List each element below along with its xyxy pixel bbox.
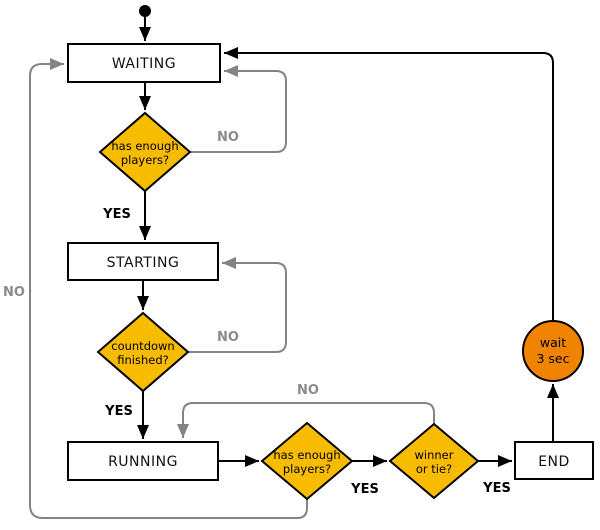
edge-label-yes-winner: YES [482,481,511,496]
decision-countdown-finished [96,311,190,393]
decision-winner-or-tie-line2: or tie? [416,462,452,476]
edge-label-yes-countdown: YES [104,404,133,419]
state-starting-box [67,242,219,281]
edge-no-countdown-loop [188,257,287,353]
state-end-box [514,441,594,480]
edge-label-yes-running-players: YES [350,482,379,497]
decision-has-enough-players-1 [98,111,192,193]
edge-label-no-running-players: NO [3,285,25,300]
decision-winner-or-tie-line1: winner [415,448,454,462]
decision-has-enough-players-1-line1: has enough [111,139,178,153]
edge-no-running-players-to-waiting [29,58,308,519]
state-end-label: END [538,454,570,470]
state-waiting-label: WAITING [112,56,176,72]
decision-winner-or-tie [388,422,480,500]
decision-has-enough-players-2 [260,421,354,501]
state-starting-label: STARTING [107,255,180,271]
edge-no-waiting-players-loop [190,65,287,153]
edge-label-no-waiting-players: NO [217,130,239,145]
edge-label-no-countdown: NO [217,330,239,345]
state-waiting-box [67,43,221,83]
decision-countdown-finished-line1: countdown [111,339,174,353]
delay-wait-3-sec-line2: 3 sec [536,351,569,366]
decision-has-enough-players-1-line2: players? [121,153,169,167]
decision-countdown-finished-line2: finished? [117,353,169,367]
edge-label-no-winner: NO [297,383,319,398]
edge-no-winner-loop [177,402,435,438]
delay-wait-3-sec-node [522,320,584,382]
edge-label-yes-waiting-players: YES [102,207,131,222]
state-running-label: RUNNING [108,454,178,470]
state-running-box [67,441,219,481]
decision-has-enough-players-2-line2: players? [283,462,331,476]
start-node [139,5,151,17]
decision-has-enough-players-2-line1: has enough [273,448,340,462]
delay-wait-3-sec-line1: wait [540,335,566,350]
edge-delay-to-waiting [224,47,554,320]
